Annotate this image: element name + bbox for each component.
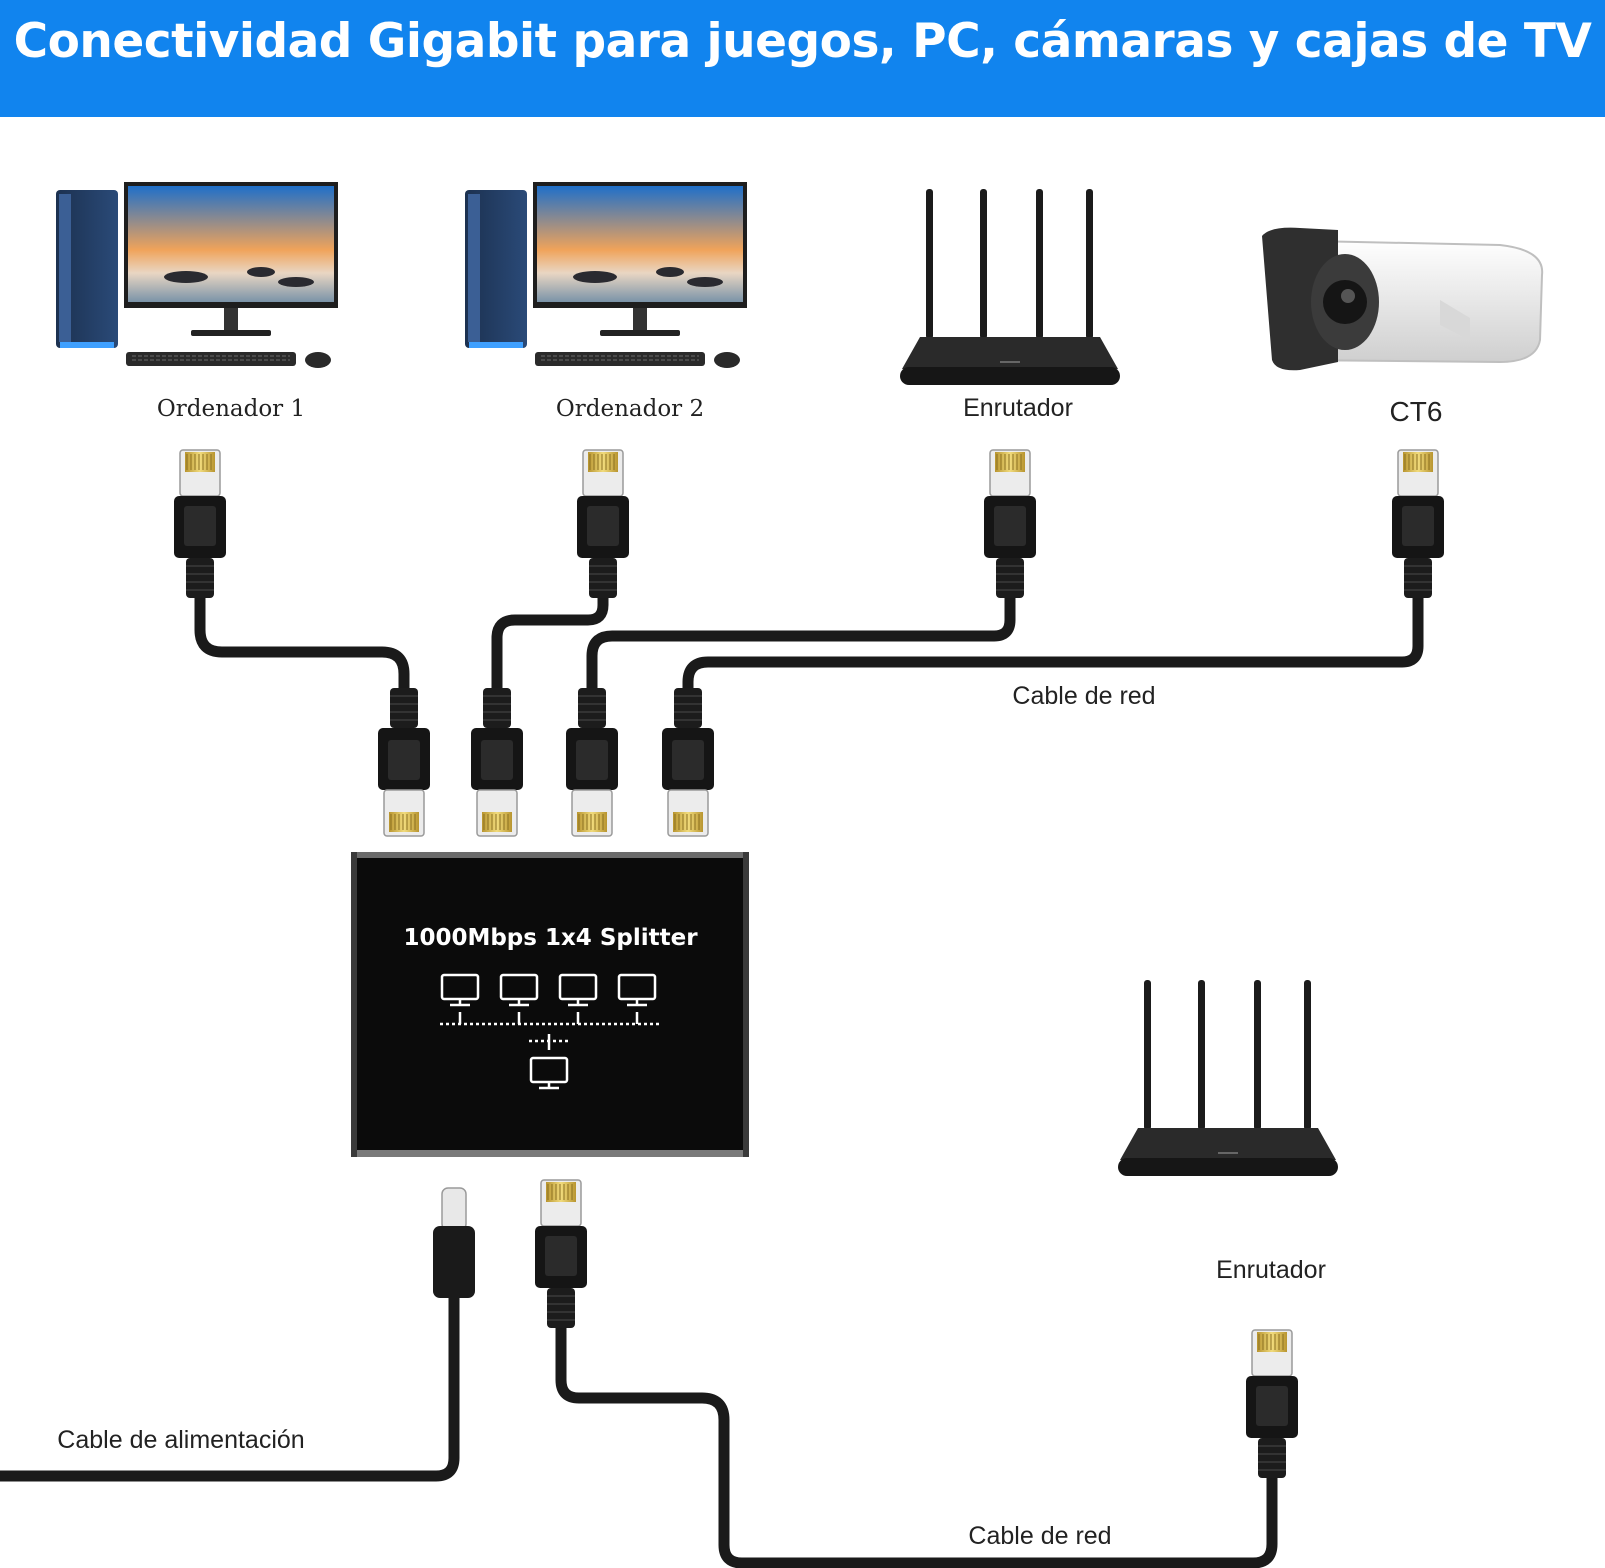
splitter-box: [351, 852, 749, 1157]
camera-icon: [1262, 227, 1544, 371]
splitter-topology-icon: [440, 973, 660, 1090]
computer-1-label: Ordenador 1: [156, 396, 306, 422]
computer-2-label: Ordenador 2: [555, 396, 705, 422]
computer-1-icon: [55, 181, 339, 369]
rj45-connector-router-top: [983, 449, 1037, 599]
rj45-connector-router-bottom: [1245, 1329, 1299, 1479]
network-cables-top: [194, 588, 1424, 698]
rj45-connector-splitter-port-4: [661, 687, 715, 837]
camera-label: CT6: [1389, 396, 1443, 427]
network-cable-top-label: Cable de red: [1012, 682, 1156, 710]
rj45-connector-splitter-input: [534, 1179, 588, 1329]
usb-c-power-connector: [433, 1187, 475, 1298]
rj45-connector-computer-2: [576, 449, 630, 599]
rj45-connector-splitter-port-3: [565, 687, 619, 837]
banner-title: Conectividad Gigabit para juegos, PC, cá…: [13, 14, 1592, 69]
router-top-icon: [900, 189, 1120, 385]
power-cable-label: Cable de alimentación: [57, 1426, 305, 1454]
rj45-connector-splitter-port-1: [377, 687, 431, 837]
router-bottom-label: Enrutador: [1216, 1256, 1326, 1284]
title-banner: Conectividad Gigabit para juegos, PC, cá…: [0, 0, 1605, 117]
router-top-label: Enrutador: [963, 394, 1073, 422]
power-cable: [0, 1292, 460, 1482]
computer-2-icon: [464, 181, 748, 369]
rj45-connector-camera: [1391, 449, 1445, 599]
splitter-title: 1000Mbps 1x4 Splitter: [403, 925, 698, 951]
router-bottom-icon: [1118, 980, 1338, 1176]
network-cable-bottom-label: Cable de red: [968, 1522, 1112, 1550]
rj45-connector-computer-1: [173, 449, 227, 599]
network-cable-bottom: [555, 1320, 1278, 1568]
rj45-connector-splitter-port-2: [470, 687, 524, 837]
